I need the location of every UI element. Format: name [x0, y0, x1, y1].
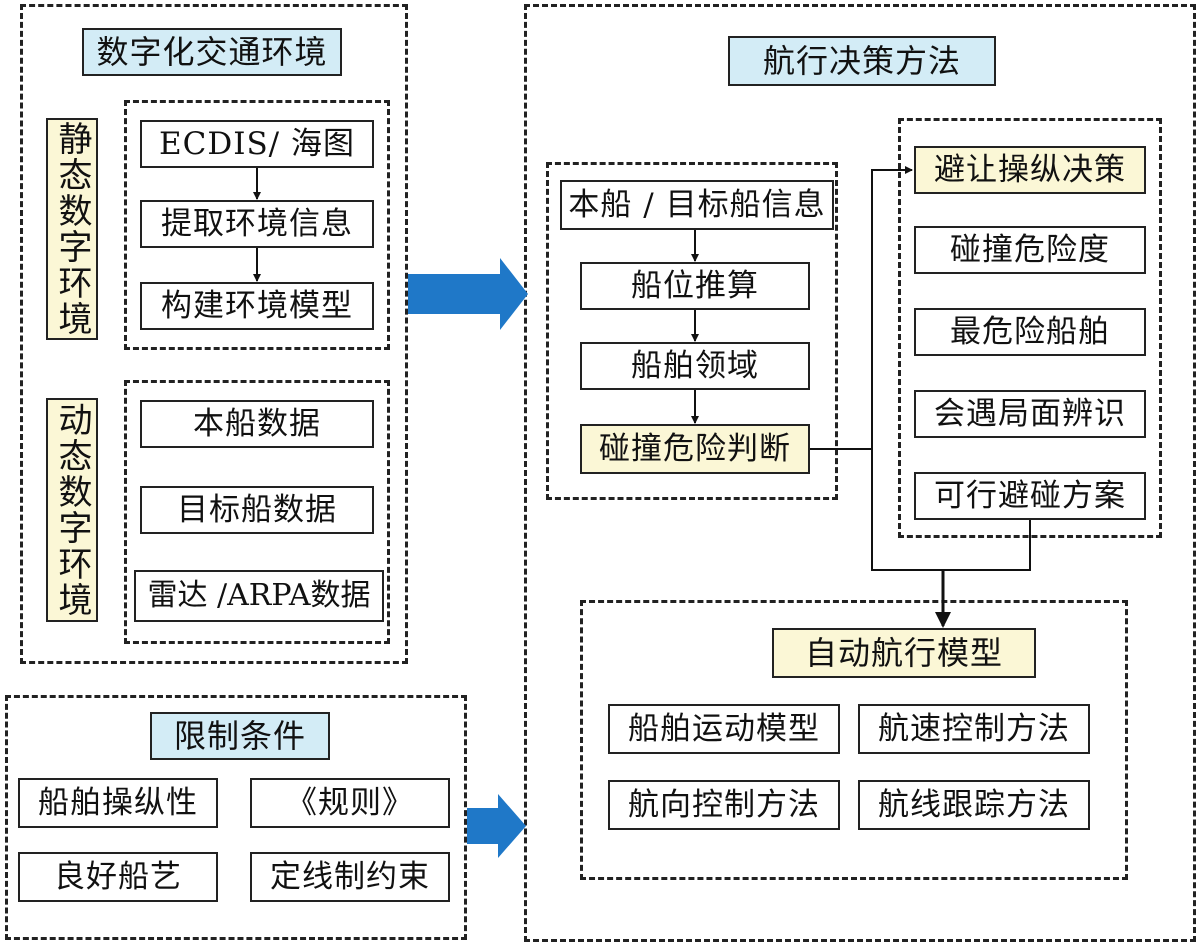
- constraints-group: [5, 695, 467, 940]
- extract-env-info-box: 提取环境信息: [140, 200, 374, 248]
- collision-chain-group: [546, 162, 838, 500]
- static-env-group: [124, 100, 390, 350]
- own-ship-data-box: 本船数据: [140, 400, 374, 448]
- avoidance-decision-title: 避让操纵决策: [914, 146, 1146, 194]
- blue-arrow-env-to-decision: [408, 258, 528, 330]
- heading-control-box: 航向控制方法: [608, 780, 840, 830]
- decision-group: [524, 4, 1196, 942]
- constraints-title: 限制条件: [150, 712, 330, 760]
- arrow-judgment-to-avoidance: [810, 166, 913, 450]
- digital-env-title: 数字化交通环境: [82, 28, 342, 76]
- ship-info-box: 本船 / 目标船信息: [560, 180, 834, 230]
- auto-navigation-group: [580, 600, 1128, 880]
- auto-navigation-title: 自动航行模型: [772, 628, 1036, 678]
- routing-constraint-box: 定线制约束: [250, 852, 450, 902]
- digital-env-group: [20, 4, 408, 664]
- feasible-avoidance-plan-box: 可行避碰方案: [914, 472, 1146, 520]
- decision-title: 航行决策方法: [728, 36, 996, 86]
- good-seamanship-box: 良好船艺: [18, 852, 218, 902]
- radar-arpa-data-box: 雷达 /ARPA数据: [134, 570, 384, 622]
- static-env-label: 静态数字环境: [46, 118, 98, 340]
- ship-motion-model-box: 船舶运动模型: [608, 704, 840, 754]
- speed-control-box: 航速控制方法: [858, 704, 1090, 754]
- build-env-model-box: 构建环境模型: [140, 282, 374, 330]
- most-dangerous-ship-box: 最危险船舶: [914, 308, 1146, 356]
- track-following-box: 航线跟踪方法: [858, 780, 1090, 830]
- collision-risk-judgment-box: 碰撞危险判断: [580, 424, 810, 474]
- ecdis-chart-box: ECDIS/ 海图: [140, 120, 374, 168]
- blue-arrow-constraints-to-decision: [467, 794, 526, 858]
- dynamic-env-group: [124, 380, 390, 644]
- encounter-situation-box: 会遇局面辨识: [914, 390, 1146, 438]
- rules-box: 《规则》: [250, 778, 450, 828]
- ship-domain-box: 船舶领域: [580, 342, 810, 390]
- target-ship-data-box: 目标船数据: [140, 486, 374, 534]
- ship-maneuverability-box: 船舶操纵性: [18, 778, 218, 828]
- line-plan-to-merge: [943, 520, 1031, 571]
- dynamic-env-label: 动态数字环境: [46, 398, 98, 622]
- dead-reckoning-box: 船位推算: [580, 262, 810, 310]
- line-judgment-to-merge: [871, 449, 943, 571]
- collision-risk-degree-box: 碰撞危险度: [914, 226, 1146, 274]
